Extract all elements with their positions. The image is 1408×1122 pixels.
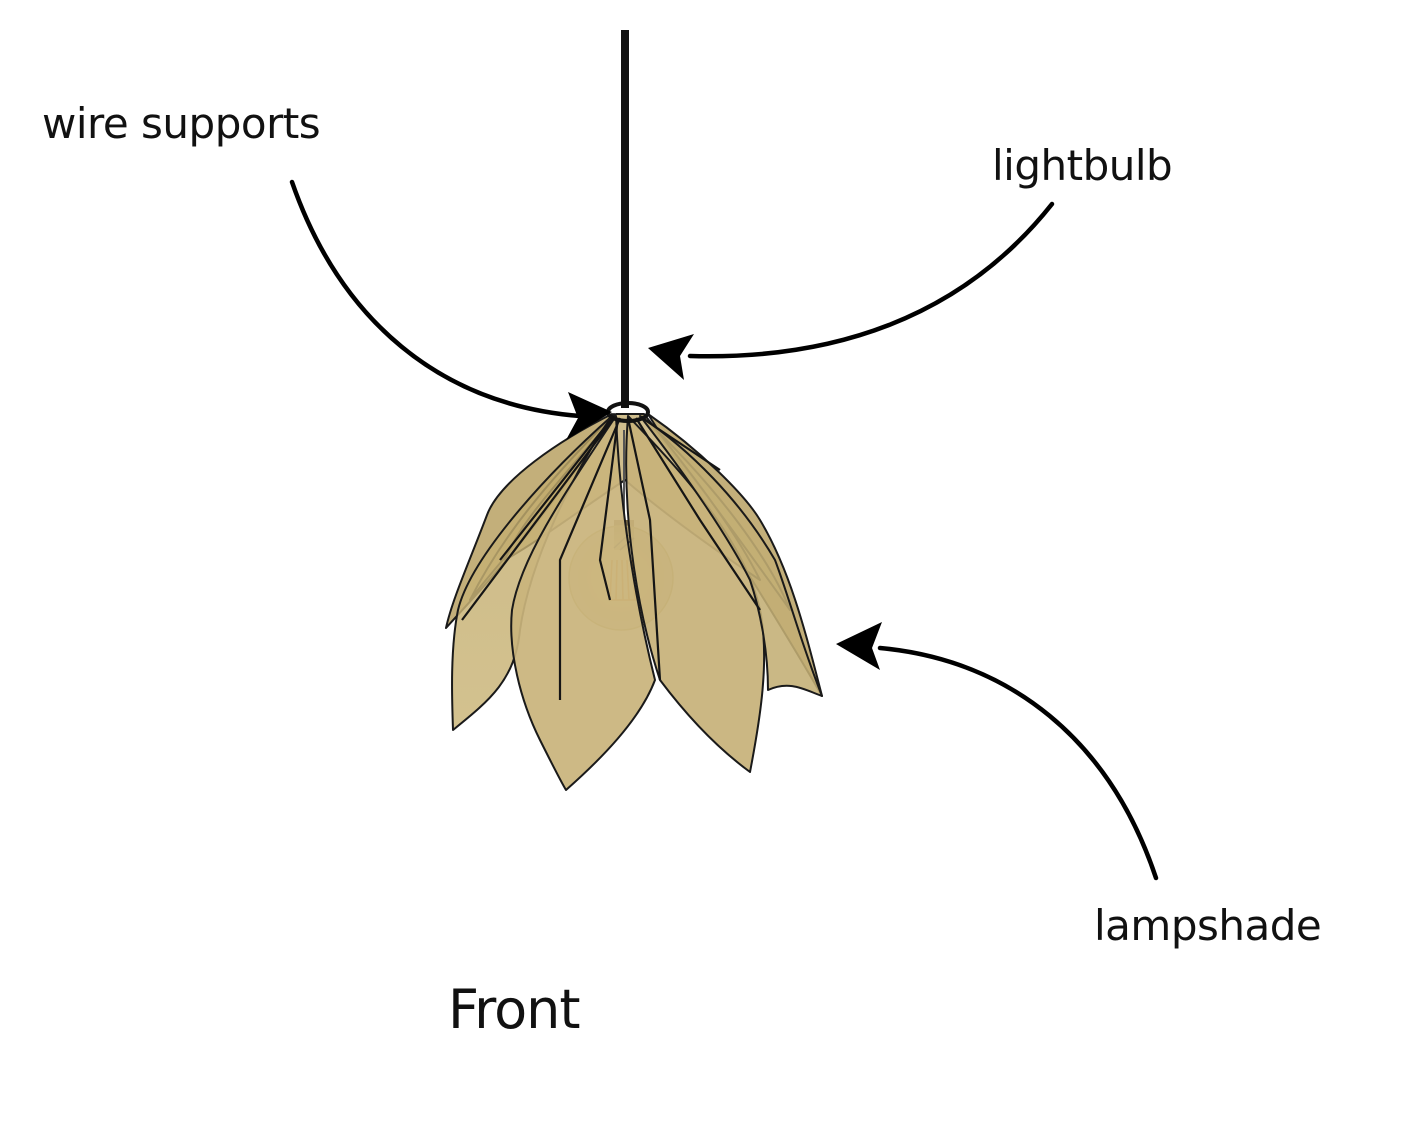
lampshade-label: lampshade <box>1094 901 1321 950</box>
lampshade-arrow <box>836 622 1159 881</box>
lightbulb-label: lightbulb <box>992 141 1172 190</box>
lightbulb-arrow <box>648 201 1055 380</box>
wire-supports-label: wire supports <box>42 99 320 148</box>
petal-front-left <box>510 415 656 791</box>
pendant-cord <box>621 30 629 408</box>
lampshade <box>445 401 823 791</box>
view-title: Front <box>448 978 580 1041</box>
wire-supports <box>461 417 761 700</box>
petal-front-far-right <box>639 415 823 697</box>
wire-supports-arrow <box>289 179 612 440</box>
